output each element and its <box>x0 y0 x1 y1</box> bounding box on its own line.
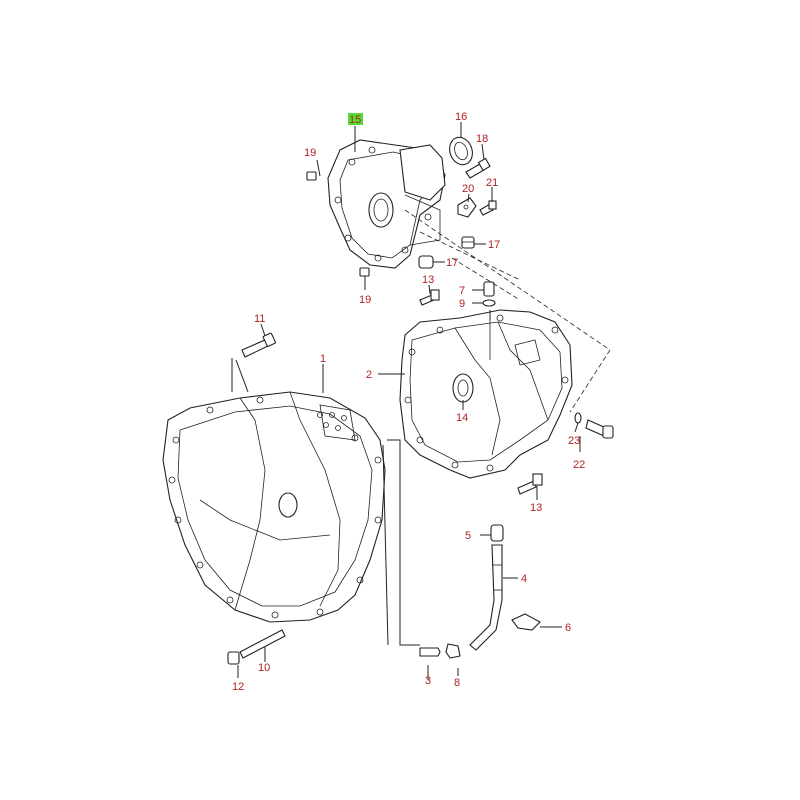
callout-labels: 1 2 3 4 5 6 7 8 9 10 11 12 13 13 14 15 1… <box>232 111 585 693</box>
callout-14: 14 <box>456 412 468 424</box>
bolt-11 <box>241 332 276 358</box>
callout-9: 9 <box>459 298 465 310</box>
callout-15: 15 <box>349 114 361 126</box>
leader-lines <box>237 122 581 680</box>
callout-13-lower: 13 <box>530 502 542 514</box>
callout-19-lower: 19 <box>359 294 371 306</box>
plug-17-upper <box>461 236 475 249</box>
clutch-housing <box>162 391 386 623</box>
plug-7 <box>483 281 495 297</box>
callout-21: 21 <box>486 177 498 189</box>
callout-15-highlighted: 15 <box>348 113 363 126</box>
gasket-9 <box>482 299 496 307</box>
gasket-23 <box>574 412 582 424</box>
callout-16: 16 <box>455 111 467 123</box>
callout-10: 10 <box>258 662 270 674</box>
bolt-13-lower <box>517 473 543 495</box>
callout-8: 8 <box>454 677 460 689</box>
cap-5 <box>490 524 504 542</box>
bolt-13-upper <box>419 289 440 306</box>
callout-2: 2 <box>366 369 372 381</box>
callout-5: 5 <box>465 530 471 542</box>
pin-3 <box>419 647 441 657</box>
transmission-case <box>399 309 573 479</box>
callout-17-lower: 17 <box>446 257 458 269</box>
bolt-21 <box>479 200 497 216</box>
switch-22 <box>585 419 614 439</box>
plug-17-lower <box>418 255 434 269</box>
oil-seal <box>449 136 473 166</box>
breather-hose-4 <box>469 544 503 651</box>
callout-1: 1 <box>320 353 326 365</box>
callout-17-upper: 17 <box>488 239 500 251</box>
callout-6: 6 <box>565 622 571 634</box>
callout-18: 18 <box>476 133 488 145</box>
callout-11: 11 <box>254 313 265 325</box>
callout-7: 7 <box>459 285 465 297</box>
stud-10 <box>239 629 286 659</box>
bolt-18 <box>465 157 491 179</box>
callout-19-upper: 19 <box>304 147 316 159</box>
callout-20: 20 <box>462 183 474 195</box>
callout-13-upper: 13 <box>422 274 434 286</box>
callout-23: 23 <box>568 435 580 447</box>
clamp-6 <box>511 613 541 631</box>
callout-12: 12 <box>232 681 244 693</box>
bolt-19-lower <box>359 267 370 277</box>
callout-22: 22 <box>573 459 585 471</box>
nut-12 <box>227 651 240 665</box>
callout-3: 3 <box>425 675 431 687</box>
callout-4: 4 <box>521 573 527 585</box>
highlight-marker <box>348 113 363 125</box>
assembly-reference-lines <box>231 209 611 646</box>
clip-8 <box>445 643 461 659</box>
bolt-19-upper <box>306 171 317 181</box>
plate-20 <box>457 197 477 218</box>
extension-case <box>327 139 446 269</box>
